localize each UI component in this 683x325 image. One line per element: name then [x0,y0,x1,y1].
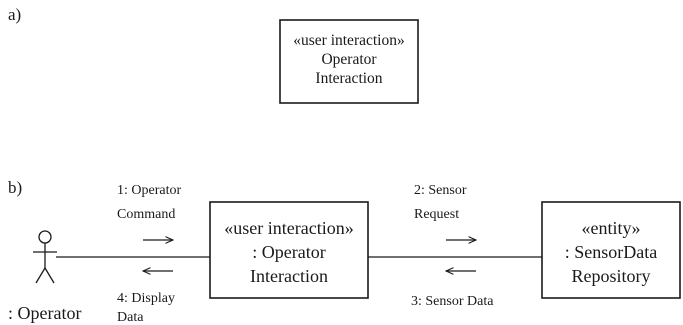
entity-name-line-2: Repository [572,266,651,286]
message-1-line-1: 1: Operator [117,183,181,198]
interaction-name-line-1: : Operator [252,242,325,262]
message-4-line-2: Data [117,310,144,325]
entity-stereotype: «entity» [582,218,641,238]
message-1-line-2: Command [117,207,175,222]
message-3-line-1: 3: Sensor Data [411,294,494,309]
object-stereotype: «user interaction» [293,32,404,49]
actor-name: : Operator [8,303,81,323]
interaction-name-line-2: Interaction [250,266,328,286]
object-name-line-2: Interaction [315,70,382,87]
part-a-label: a) [8,5,21,24]
entity-name-line-1: : SensorData [565,242,657,262]
message-2-line-2: Request [414,207,459,222]
interaction-stereotype: «user interaction» [224,218,353,238]
message-4-line-1: 4: Display [117,291,175,306]
message-2-line-1: 2: Sensor [414,183,467,198]
operator-interaction-object-box [279,19,419,104]
operator-interaction-object-box [209,201,369,299]
sensordata-repository-object-box [541,201,681,299]
part-b-label: b) [8,178,22,197]
object-name-line-1: Operator [321,51,377,68]
operator-actor-icon [33,230,57,284]
